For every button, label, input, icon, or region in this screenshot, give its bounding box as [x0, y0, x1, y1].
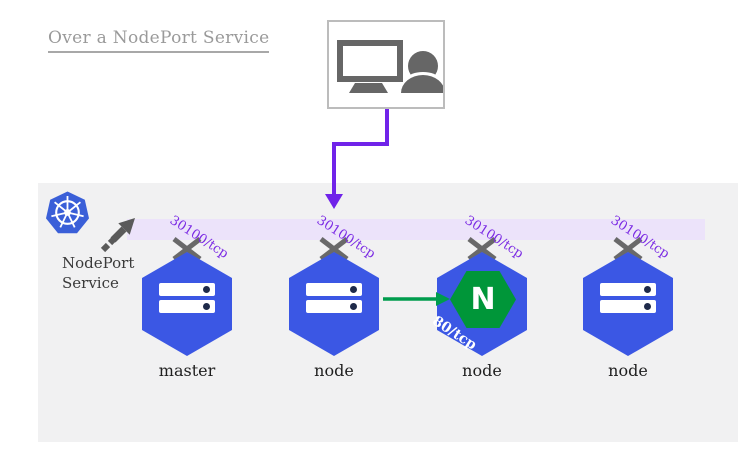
port-x-icon [467, 237, 497, 261]
node-label: node [314, 361, 354, 380]
node-group: 30100/tcp N 80/tcp node [429, 212, 527, 384]
nodeport-band [127, 219, 705, 240]
nginx-letter: N [470, 282, 496, 317]
nodeport-service-label: NodePort Service [62, 253, 134, 293]
node-hexagon [142, 252, 232, 356]
kubernetes-logo-icon [46, 191, 89, 234]
northeast-arrow-icon [100, 218, 135, 253]
node-label: master [158, 361, 216, 380]
nodeport-service-label-line2: Service [62, 274, 119, 292]
request-arrow [325, 108, 389, 209]
pod-routing-arrow [383, 292, 450, 306]
port-x-icon [319, 237, 349, 261]
nginx-logo: N [450, 271, 516, 328]
node-group: 30100/tcp node [583, 212, 673, 384]
client-icon [337, 40, 445, 93]
node-group: 30100/tcp master [142, 212, 232, 384]
node-group: 30100/tcp node [289, 212, 379, 384]
diagram-title: Over a NodePort Service [48, 28, 270, 53]
client-box [327, 20, 445, 109]
node-label: node [608, 361, 648, 380]
person-icon [401, 51, 445, 93]
node-hexagon [289, 252, 379, 356]
monitor-icon [337, 40, 403, 93]
node-hexagon [583, 252, 673, 356]
node-label: node [462, 361, 502, 380]
port-x-icon [613, 237, 643, 261]
port-x-icon [172, 237, 202, 261]
nodeport-service-label-line1: NodePort [62, 254, 135, 272]
